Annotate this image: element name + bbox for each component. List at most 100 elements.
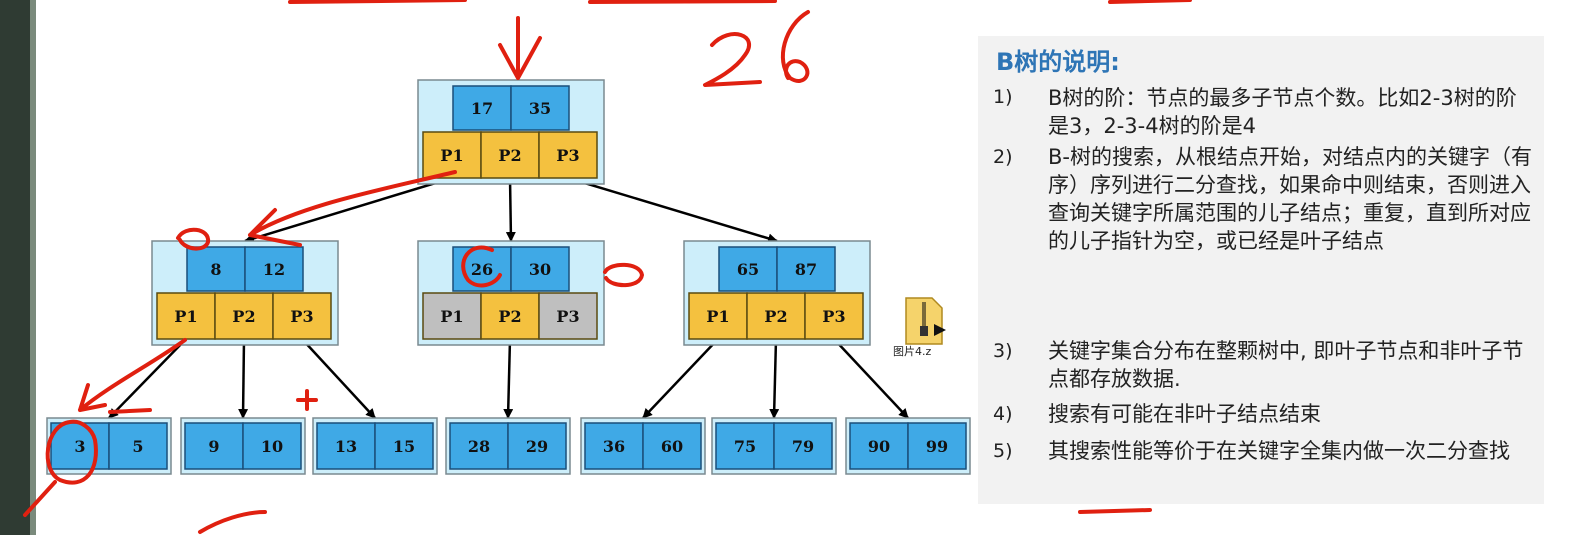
tree-edge — [833, 338, 909, 419]
key-cell — [452, 85, 512, 131]
key-label: 12 — [263, 260, 285, 279]
description-title: B树的说明: — [996, 48, 1120, 76]
leaf-key-label: 36 — [603, 437, 625, 456]
circle-leaf-3 — [45, 419, 98, 485]
item-4-number: 4) — [993, 403, 1013, 425]
pointer-label: P2 — [498, 307, 521, 326]
leaf-key-cell — [773, 422, 833, 470]
leaf-key-label: 15 — [393, 437, 415, 456]
leaf-key-label: 10 — [261, 437, 283, 456]
pointer-label: P3 — [556, 307, 579, 326]
item-4-text: 搜索有可能在非叶子结点结束 — [1048, 402, 1321, 426]
pointer-cell — [688, 292, 748, 340]
leaf-key-label: 79 — [792, 437, 814, 456]
leaf-key-label: 13 — [335, 437, 357, 456]
key-cell — [510, 85, 570, 131]
key-cell — [718, 246, 778, 292]
pointer-cell — [480, 292, 540, 340]
pointer-cell — [480, 131, 540, 179]
pointer-cell — [804, 292, 864, 340]
zip-file-icon[interactable] — [898, 296, 950, 358]
left-frame-inner — [30, 0, 36, 535]
bottom-left-stroke — [23, 480, 57, 517]
pointer-label: P2 — [232, 307, 255, 326]
leaf-key-cell — [507, 422, 567, 470]
pointer-label: P2 — [764, 307, 787, 326]
item-3-text: 关键字集合分布在整颗树中, 即叶子节点和非叶子节点都存放数据. — [1048, 339, 1524, 391]
pointer-cell — [214, 292, 274, 340]
key-label: 26 — [471, 260, 493, 279]
leaf-node: 36 60 — [580, 417, 706, 475]
key-label: 30 — [529, 260, 551, 279]
pointer-cell — [538, 292, 598, 340]
top-stroke-1 — [288, 0, 467, 4]
pointer-label: P3 — [556, 146, 579, 165]
key-cell — [510, 246, 570, 292]
pointer-cell — [156, 292, 216, 340]
leaf-key-label: 29 — [526, 437, 548, 456]
plus-mark — [296, 389, 318, 411]
pointer-label: P1 — [706, 307, 729, 326]
handwritten-2 — [703, 32, 762, 87]
key-cell — [244, 246, 304, 292]
pointer-label: P3 — [290, 307, 313, 326]
arrow-p1-to-leaf — [78, 338, 187, 412]
leaf-node: 90 99 — [845, 417, 971, 475]
leaf-node: 9 10 — [180, 417, 306, 475]
pointer-cell — [422, 131, 482, 179]
item-2-number: 2) — [993, 146, 1013, 168]
key-cell — [186, 246, 246, 292]
tree-edge — [244, 176, 453, 244]
leaf-node: 13 15 — [312, 417, 438, 475]
key-label: 87 — [795, 260, 817, 279]
tree-edge — [238, 338, 249, 419]
item-2-text: B-树的搜索，从根结点开始，对结点内的关键字（有序）序列进行二分查找，如果命中则… — [1048, 145, 1532, 253]
left-frame-edge — [0, 0, 30, 535]
pointer-cell — [538, 131, 598, 179]
tree-edge — [769, 338, 780, 419]
leaf-key-cell — [374, 422, 434, 470]
item-5-number: 5) — [993, 440, 1013, 462]
top-stroke-2 — [588, 0, 777, 4]
leaf-key-cell — [715, 422, 775, 470]
tree-edge — [567, 176, 778, 244]
pointer-label: P1 — [440, 146, 463, 165]
leaf-key-cell — [584, 422, 644, 470]
item-5-text: 其搜索性能等价于在关键字全集内做一次二分查找 — [1048, 439, 1510, 463]
handwritten-6 — [780, 10, 810, 83]
pointer-label: P1 — [440, 307, 463, 326]
pointer-cell — [272, 292, 332, 340]
item-3-number: 3) — [993, 340, 1013, 362]
tree-edge — [642, 338, 719, 419]
key-label: 35 — [529, 99, 551, 118]
pointer-label: P3 — [822, 307, 845, 326]
leaf-key-label: 5 — [132, 437, 143, 456]
down-arrow-annotation — [498, 16, 542, 80]
underline-5c — [1078, 508, 1152, 514]
leaf-key-label: 75 — [734, 437, 756, 456]
arrow-root-to-left — [248, 170, 457, 247]
pointer-label: P1 — [174, 307, 197, 326]
item-1-text: B树的阶：节点的最多子节点个数。比如2-3树的阶是3，2-3-4树的阶是4 — [1048, 86, 1517, 138]
leaf-key-label: 9 — [208, 437, 219, 456]
tree-edge — [505, 177, 516, 242]
leaf-node: 75 79 — [711, 417, 837, 475]
leaf-key-label: 90 — [868, 437, 890, 456]
key-label: 65 — [737, 260, 759, 279]
circle-right-mark — [603, 262, 644, 288]
pointer-label: P2 — [498, 146, 521, 165]
leaf-key-label: 60 — [661, 437, 683, 456]
leaf-key-label: 99 — [926, 437, 948, 456]
top-stroke-3 — [1108, 0, 1192, 4]
leaf-key-cell — [449, 422, 509, 470]
file-name[interactable]: 图片4.z — [893, 345, 932, 358]
leaf-key-cell — [642, 422, 702, 470]
leaf-key-cell — [907, 422, 967, 470]
